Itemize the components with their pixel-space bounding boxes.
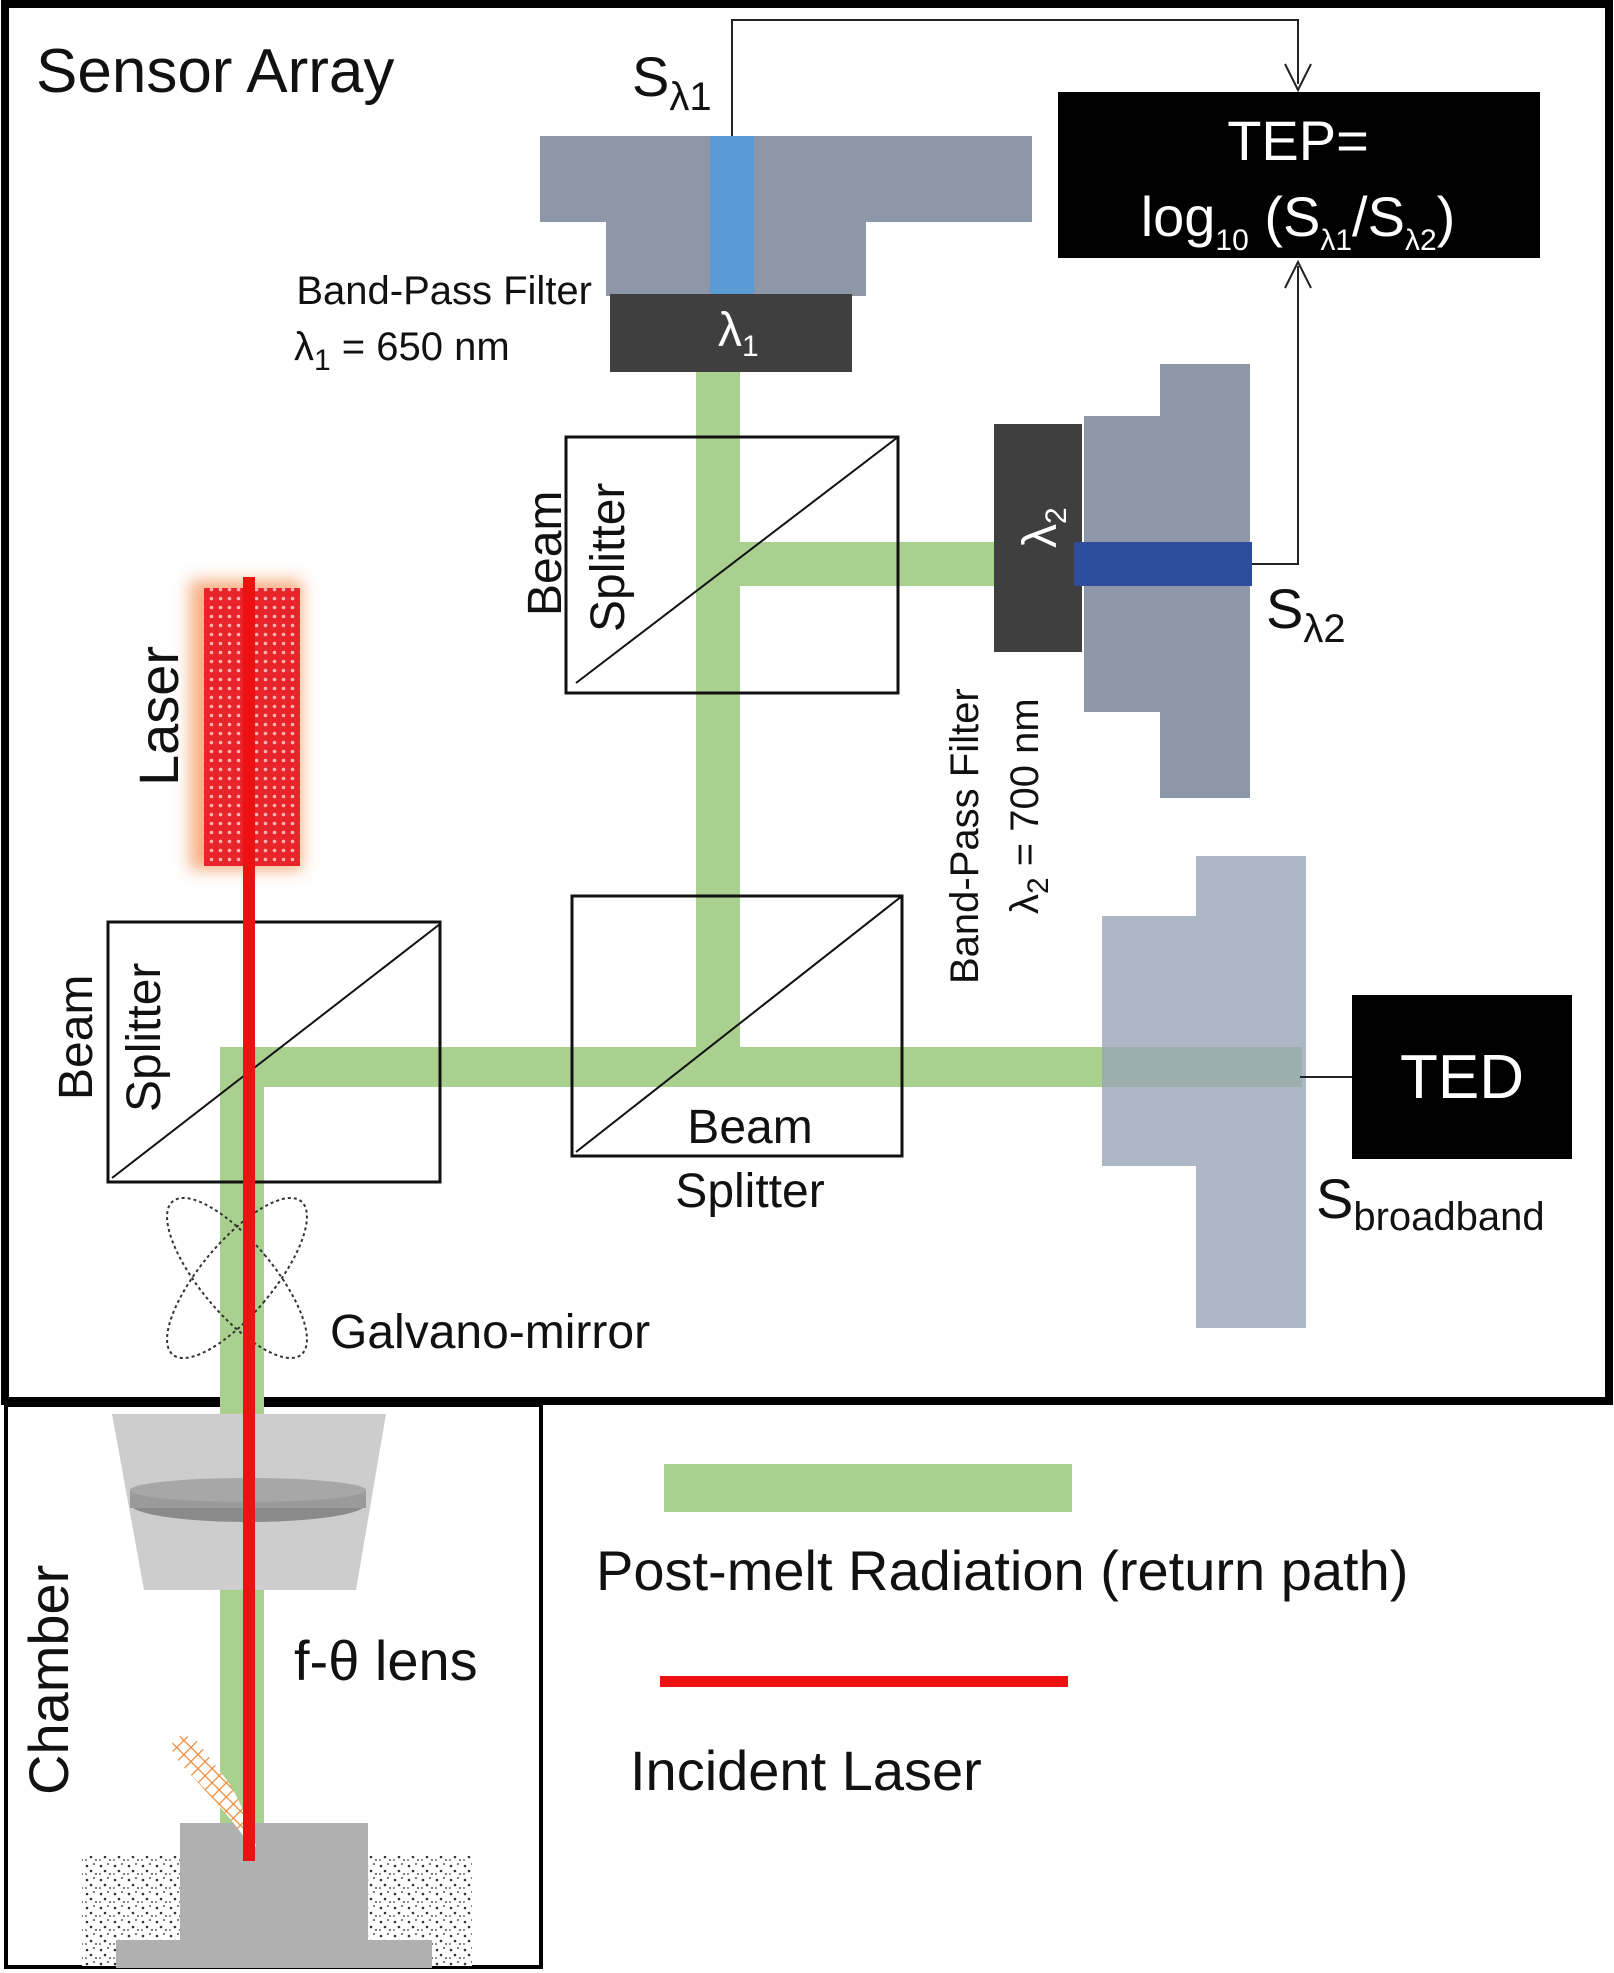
tep-box-bg (1058, 92, 1540, 258)
beam-splitter-middle-line1: Beam (687, 1101, 812, 1154)
beam-splitter-middle: Beam Splitter (570, 894, 904, 1218)
laser-source: Laser (127, 580, 302, 870)
beam-splitter-left-line2: Splitter (118, 963, 171, 1112)
tep-box: TEP= log10 (Sλ1/Sλ2) (1058, 92, 1540, 258)
sensor-broadband: TED Sbroadband (1102, 856, 1572, 1328)
beam-splitter-left-diagonal (111, 923, 441, 1179)
galvano-mirror: Galvano-mirror (166, 1196, 650, 1360)
build-plate-base (116, 1940, 432, 1968)
post-melt-path-up-to-filter-l1 (696, 372, 740, 1056)
beam-splitter-left-line1: Beam (50, 975, 103, 1100)
beam-splitter-upper-line2: Splitter (582, 483, 635, 632)
signal-arrow-l2 (1284, 259, 1312, 289)
legend: Post-melt Radiation (return path) Incide… (596, 1464, 1408, 1802)
tep-formula-title: TEP= (1227, 109, 1369, 172)
filter-l1-caption: Band-Pass Filter (296, 269, 592, 313)
f-theta-lens-label: f-θ lens (294, 1629, 478, 1692)
sensor-array-frame (1, 0, 1613, 1405)
filter-l1-wavelength: λ1 = 650 nm (294, 325, 510, 377)
sensor-broadband-label: Sbroadband (1316, 1167, 1545, 1239)
sensor-l2-detector (1074, 542, 1252, 586)
beam-splitter-middle-box (570, 894, 904, 1158)
legend-swatch-post-melt (664, 1464, 1072, 1512)
beam-splitter-left-box (106, 920, 442, 1184)
tep-formula: log10 (Sλ1/Sλ2) (1141, 185, 1456, 257)
ted-box (1352, 995, 1572, 1159)
sensor-l1-detector (710, 136, 754, 296)
galvano-mirror-label: Galvano-mirror (330, 1306, 650, 1359)
beam-splitter-middle-diagonal (575, 895, 903, 1153)
build-plate-top (180, 1823, 368, 1943)
signal-line-l2 (1252, 266, 1299, 565)
incident-laser-beam (243, 577, 255, 1861)
legend-label-post-melt: Post-melt Radiation (return path) (596, 1539, 1408, 1602)
legend-swatch-incident-laser (660, 1676, 1068, 1687)
sensor-l2: λ2 Sλ2 Band-Pass Filter λ2 = 700 nm (943, 364, 1346, 984)
signal-line-l1 (731, 19, 1299, 136)
laser-label: Laser (127, 646, 190, 786)
band-pass-filter-l2 (994, 424, 1082, 652)
filter-l2-symbol: λ2 (1014, 507, 1073, 548)
f-theta-lens: f-θ lens (112, 1414, 478, 1692)
sensor-broadband-body (1102, 856, 1306, 1328)
beam-splitter-upper-box (564, 435, 900, 695)
galvano-mirror-ellipse-a (166, 1196, 308, 1360)
beam-splitter-upper-diagonal (575, 436, 899, 684)
ted-label: TED (1400, 1043, 1524, 1112)
beam-splitter-upper: Beam Splitter (519, 435, 900, 695)
beam-splitter-left: Beam Splitter (50, 920, 442, 1184)
beam-splitter-upper-line1: Beam (519, 491, 572, 616)
legend-label-incident-laser: Incident Laser (630, 1739, 982, 1802)
signal-arrow-l1 (1284, 63, 1312, 93)
galvano-mirror-ellipse-b (166, 1196, 308, 1360)
filter-l2-caption: Band-Pass Filter (943, 688, 987, 984)
build-stage (82, 1736, 472, 1968)
post-melt-path-to-filter-l2 (740, 542, 994, 586)
chamber-title: Chamber (17, 1565, 80, 1795)
sensor-l1: λ1 Sλ1 Band-Pass Filter λ1 = 650 nm (294, 45, 1032, 377)
sensor-l1-body (540, 136, 1032, 296)
sensor-l2-label: Sλ2 (1266, 577, 1346, 651)
melt-pool-plume (171, 1736, 256, 1850)
filter-l2-wavelength: λ2 = 700 nm (1003, 698, 1055, 914)
sensor-array-title: Sensor Array (36, 37, 394, 106)
beam-splitter-middle-line2: Splitter (675, 1165, 824, 1218)
band-pass-filter-l1 (610, 294, 852, 372)
sensor-l1-label: Sλ1 (632, 45, 712, 119)
filter-l1-symbol: λ1 (718, 304, 759, 363)
